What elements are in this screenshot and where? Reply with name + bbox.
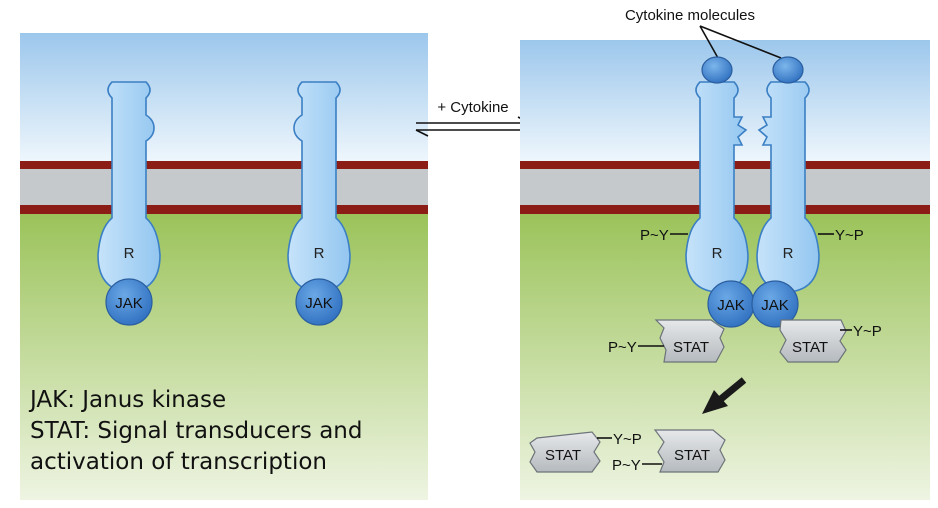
receptor-label: R: [314, 245, 325, 262]
cytokine-molecule: [701, 56, 733, 84]
jak-protein: [751, 280, 799, 328]
phosphotyrosine-label: P~Y: [612, 457, 641, 474]
phosphotyrosine-label: Y~P: [835, 227, 864, 244]
jak-label: JAK: [717, 297, 745, 314]
receptor-label: R: [124, 245, 135, 262]
cytokine-molecule: [772, 56, 804, 84]
equilibrium-arrows: + Cytokine: [415, 99, 531, 137]
legend-stat: STAT: Signal transducers and: [30, 418, 363, 444]
cell-membrane: [20, 161, 428, 214]
receptor-left-2: R JAK: [287, 81, 351, 326]
abbreviation-legend: JAK: Janus kinase STAT: Signal transduce…: [30, 385, 362, 478]
legend-stat-cont: activation of transcription: [30, 449, 327, 475]
stat-protein-left: STAT P~Y: [608, 319, 725, 363]
phosphotyrosine-label: Y~P: [613, 431, 642, 448]
receptor-label: R: [712, 245, 723, 262]
jak-label: JAK: [305, 295, 333, 312]
stat-label: STAT: [792, 339, 828, 356]
stat-label: STAT: [673, 339, 709, 356]
cytokine-molecules-label: Cytokine molecules: [625, 7, 755, 24]
jak-label: JAK: [115, 295, 143, 312]
extracellular-space: [20, 33, 428, 161]
phosphotyrosine-label: P~Y: [640, 227, 669, 244]
left-panel: R JAK R JAK: [20, 33, 428, 500]
legend-jak: JAK: Janus kinase: [30, 387, 227, 413]
receptor-label: R: [783, 245, 794, 262]
stat-label: STAT: [545, 447, 581, 464]
plus-cytokine-label: + Cytokine: [437, 99, 508, 116]
intracellular-space: [20, 214, 428, 500]
receptor-left-1: R JAK: [97, 81, 161, 326]
jak-protein: [295, 278, 343, 326]
stat-label: STAT: [674, 447, 710, 464]
jak-protein: [105, 278, 153, 326]
phosphotyrosine-label: P~Y: [608, 339, 637, 356]
phosphotyrosine-label: Y~P: [853, 323, 882, 340]
dimerization-arrow: [702, 377, 747, 414]
stat-dimer: STAT STAT Y~P P~Y: [529, 429, 726, 474]
stat-protein-right: STAT Y~P: [779, 319, 882, 363]
jak-label: JAK: [761, 297, 789, 314]
right-panel: Cytokine molecules R R JAK JAK P~Y Y~P S…: [520, 7, 930, 500]
